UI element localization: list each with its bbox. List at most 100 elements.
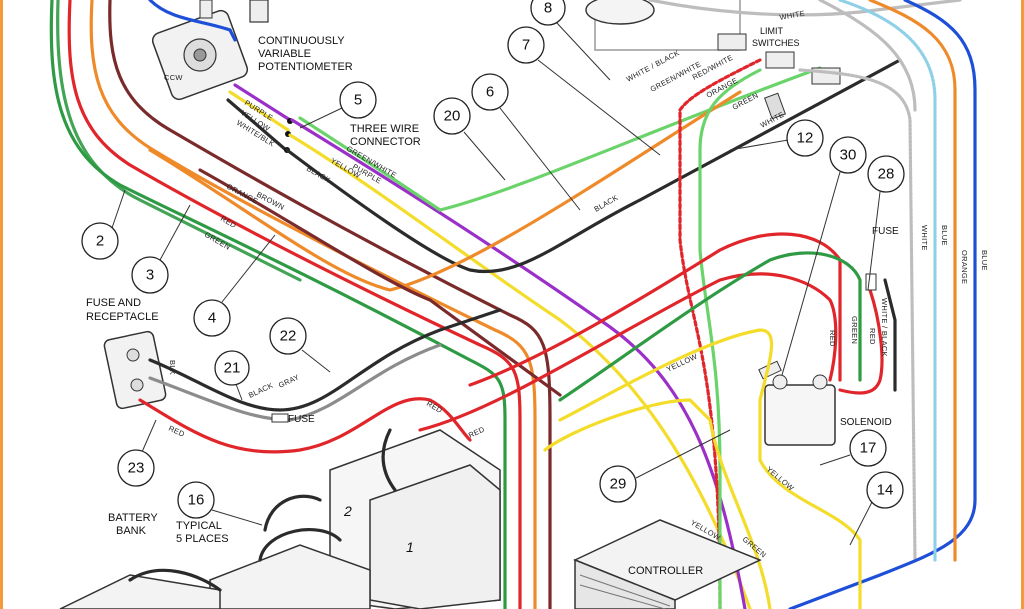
- ccw-label: CCW: [164, 73, 183, 82]
- svg-text:8: 8: [544, 0, 552, 17]
- wire-blue-right: [788, 0, 977, 609]
- wl-black-mid: BLACK: [305, 164, 332, 185]
- svg-text:29: 29: [610, 476, 627, 493]
- wire-yellow-loop: [558, 328, 862, 609]
- svg-text:2: 2: [96, 233, 104, 250]
- svg-text:17: 17: [860, 440, 877, 457]
- wl-black-receptacle: BLACK: [247, 381, 274, 400]
- wl-blue-right: BLUE: [980, 250, 989, 271]
- limit-switches-label-1: LIMIT: [760, 26, 784, 36]
- callout-16: 16: [177, 481, 263, 526]
- wl-red-battery2: RED: [467, 424, 486, 439]
- wire-white-right2: [818, 0, 917, 112]
- fuse-inline: [271, 413, 289, 423]
- wl-red-battery: RED: [425, 399, 444, 415]
- wire-green-inner: [56, 0, 302, 282]
- typical-label-2: 5 PLACES: [176, 533, 229, 545]
- wire-brown-left: [108, 0, 552, 609]
- callout-8: 8: [530, 0, 611, 81]
- wire-black-receptacle: [148, 308, 502, 412]
- wl-black-center: BLACK: [593, 193, 620, 214]
- wire-orange-left: [89, 0, 537, 609]
- callout-5: 5: [299, 81, 377, 129]
- wl-yellow-loop: YELLOW: [665, 351, 699, 373]
- battery-bank: [59, 428, 501, 609]
- wire-green-loop: [558, 251, 862, 402]
- left-harness: [49, 0, 552, 609]
- wl-blk-receptacle: BLK: [168, 360, 177, 375]
- battery-number-2: 2: [343, 503, 352, 519]
- callout-4: 4: [193, 234, 276, 337]
- wire-red-loop-2: [418, 272, 838, 432]
- battery-bank-label-1: BATTERY: [108, 512, 158, 524]
- svg-text:20: 20: [444, 108, 461, 125]
- fuse-receptacle: [103, 330, 167, 410]
- callout-29: 29: [599, 429, 731, 503]
- wire-whiteblk-short: [226, 98, 288, 152]
- callout-6: 6: [471, 73, 581, 211]
- wl-blue-lightblue: BLUE: [940, 225, 949, 246]
- wire-black-long: [285, 58, 902, 274]
- callout-12: 12: [729, 119, 824, 157]
- solenoid: [758, 360, 836, 446]
- svg-text:30: 30: [840, 147, 857, 164]
- fuse-receptacle-label-1: FUSE AND: [86, 297, 141, 309]
- svg-text:12: 12: [797, 130, 814, 147]
- svg-text:7: 7: [522, 37, 530, 54]
- connector-label-2: CONNECTOR: [350, 136, 421, 148]
- svg-text:6: 6: [486, 84, 494, 101]
- page-edge-right: [1021, 0, 1024, 609]
- callout-20: 20: [433, 97, 506, 181]
- wire-lightblue-right: [838, 0, 937, 562]
- svg-text:5: 5: [354, 92, 362, 109]
- limit-switches-label-2: SWITCHES: [752, 38, 800, 48]
- callout-3: 3: [131, 204, 191, 294]
- callout-28: 28: [867, 155, 905, 291]
- battery-number-1: 1: [406, 539, 414, 555]
- potentiometer-label-1: CONTINUOUSLY: [258, 35, 345, 47]
- callout-23: 23: [117, 419, 157, 487]
- wire-yellow-loop2: [543, 398, 772, 609]
- fuse-receptacle-label-2: RECEPTACLE: [86, 311, 159, 323]
- fuse-right-label: FUSE: [872, 226, 899, 237]
- svg-text:22: 22: [280, 328, 297, 345]
- wl-whiteblack-right: WHITE / BLACK: [880, 298, 889, 357]
- wl-red-left: RED: [219, 214, 238, 230]
- wl-red-fuse: RED: [868, 328, 877, 345]
- solenoid-label: SOLENOID: [840, 417, 892, 428]
- wl-orange-right: ORANGE: [960, 250, 969, 284]
- wire-red-left: [67, 0, 522, 609]
- wire-yellow-short: [228, 90, 290, 132]
- callout-22: 22: [269, 317, 331, 373]
- wire-orange-right: [868, 0, 957, 562]
- fuse-right: [865, 273, 877, 291]
- svg-text:4: 4: [208, 310, 216, 327]
- wire-purple-short: [233, 83, 292, 122]
- wl-gray-receptacle: GRAY: [277, 372, 301, 389]
- page-edge-left: [0, 0, 3, 609]
- wl-white-right: WHITE: [920, 225, 929, 251]
- wire-red-right-fuse: [838, 288, 884, 395]
- wire-yellow-long: [288, 133, 752, 609]
- wire-red-loop-1: [468, 232, 842, 387]
- wire-white-right: [798, 68, 917, 562]
- callout-30: 30: [781, 136, 867, 376]
- controller-label: CONTROLLER: [628, 565, 703, 577]
- potentiometer-label-2: VARIABLE: [258, 48, 311, 60]
- svg-text:14: 14: [877, 482, 894, 499]
- wl-white-top2: WHITE: [779, 9, 806, 22]
- wire-gray-receptacle: [148, 343, 442, 422]
- potentiometer: CCW: [148, 0, 269, 101]
- wire-red-receptacle: [138, 397, 472, 454]
- svg-text:23: 23: [128, 460, 145, 477]
- callout-14: 14: [849, 471, 904, 546]
- wl-green-sol: GREEN: [850, 316, 859, 344]
- wire-red-white-dashed: [678, 58, 762, 609]
- callout-7: 7: [507, 26, 661, 156]
- limit-switches: [585, 0, 841, 120]
- svg-text:28: 28: [878, 166, 895, 183]
- callout-21: 21: [214, 350, 250, 401]
- connector-label-1: THREE WIRE: [350, 123, 419, 135]
